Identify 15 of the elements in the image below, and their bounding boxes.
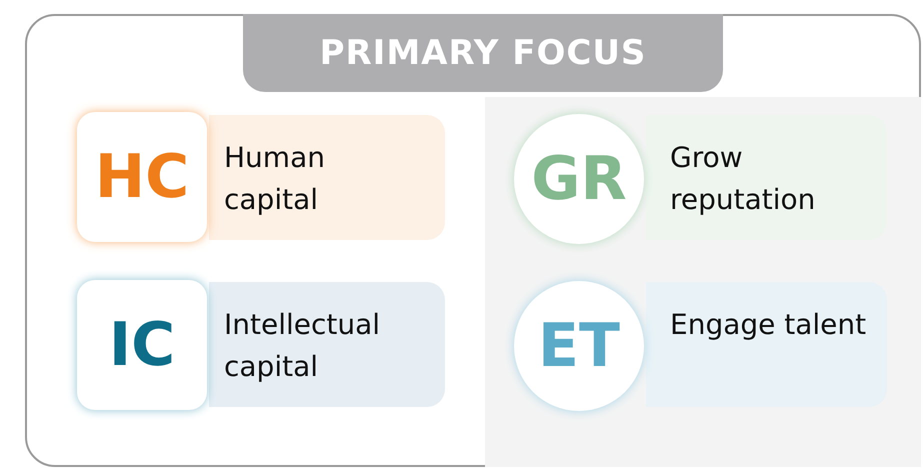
card-label: Engage talent [670, 307, 868, 343]
heading-tab: PRIMARY FOCUS [243, 14, 723, 92]
focus-card [646, 282, 887, 407]
focus-card [209, 282, 445, 407]
focus-card [646, 115, 887, 240]
initials-badge: IC [77, 280, 207, 410]
shaded-region [485, 97, 921, 467]
focus-panel [25, 14, 921, 467]
focus-card [209, 115, 445, 240]
initials-circle: ET [514, 281, 644, 411]
card-label: Grow reputation [670, 140, 816, 218]
initials-badge: HC [77, 112, 207, 242]
card-label: Intellectual capital [224, 307, 382, 385]
card-label: Human capital [224, 140, 326, 218]
initials-circle: GR [514, 114, 644, 244]
